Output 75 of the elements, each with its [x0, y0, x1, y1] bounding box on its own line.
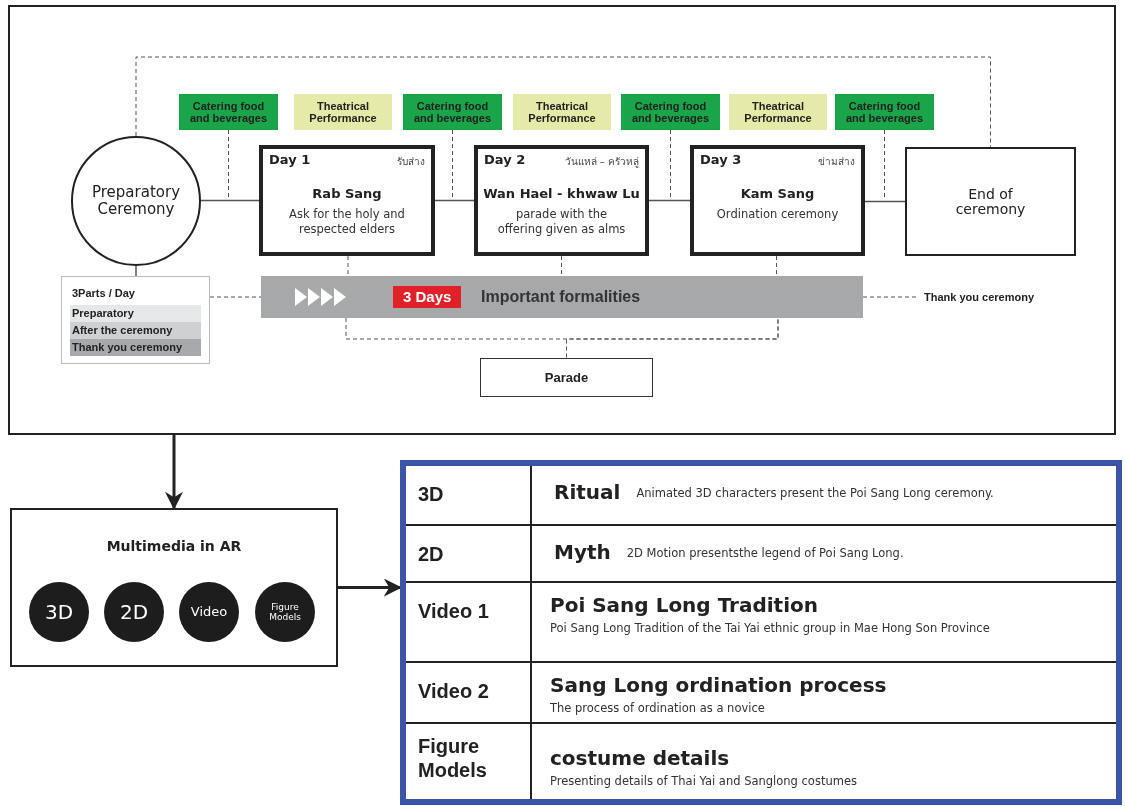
dashed-connector	[347, 255, 349, 277]
diagram-frame	[8, 5, 1116, 435]
table-frame	[400, 460, 1122, 805]
thai-name: ข่ามส่าง	[818, 155, 855, 169]
row-label: 2D	[406, 526, 532, 581]
dashed-connector	[135, 56, 991, 148]
media-circle: 3D	[29, 582, 89, 642]
dashed-connector	[862, 296, 917, 298]
row-label: 3D	[406, 466, 532, 524]
row-description: Poi Sang Long Tradition of the Tai Yai ethnic group in Mae Hong Son Province	[550, 621, 990, 635]
performance-box: Theatrical Performance	[729, 94, 827, 130]
connector-line	[864, 200, 906, 203]
multimedia-box	[10, 508, 338, 667]
catering-box: Catering food and beverages	[403, 94, 502, 130]
row-title: Myth	[554, 540, 611, 566]
parts-title: 3Parts / Day	[72, 287, 136, 299]
day-title: Rab Sang	[311, 186, 383, 201]
arrow	[338, 578, 402, 597]
box-title: Multimedia in AR	[105, 538, 243, 554]
row-description: The process of ordination as a novice	[550, 701, 765, 715]
parts-item: Thank you ceremony	[70, 339, 201, 356]
row-label: Video 1	[406, 583, 532, 661]
catering-box: Catering food and beverages	[179, 94, 278, 130]
dashed-connector	[345, 317, 779, 359]
day-label: Day 1	[269, 152, 311, 167]
timeline-band	[261, 276, 863, 318]
catering-box: Catering food and beverages	[835, 94, 934, 130]
performance-box: Theatrical Performance	[294, 94, 392, 130]
day-title: Kam Sang	[739, 186, 816, 201]
row-label: Video 2	[406, 663, 532, 722]
row-title: Poi Sang Long Tradition	[550, 593, 818, 617]
end-box: End of ceremony	[905, 147, 1076, 256]
row-description: Presenting details of Thai Yai and Sanglong costumes	[550, 774, 857, 788]
ceremony-circle: Preparatory Ceremony	[71, 136, 201, 266]
connector-line	[434, 199, 475, 202]
dashed-connector	[776, 255, 777, 277]
table-row	[406, 466, 1116, 526]
day-box	[474, 145, 649, 256]
dashed-connector	[561, 255, 562, 277]
thai-name: วันแหล่ – ครัวหลู่	[564, 155, 639, 169]
parts-item: After the ceremony	[70, 322, 201, 339]
row-description: 2D Motion presentsthe legend of Poi Sang Long.	[626, 546, 904, 562]
row-title: Ritual	[554, 480, 621, 506]
row-label: Figure Models	[406, 724, 532, 799]
day-description: Ask for the holy and respected elders	[288, 207, 406, 237]
parade-box: Parade	[480, 358, 653, 397]
table-row	[406, 583, 1116, 663]
day-description: parade with the offering given as alms	[496, 207, 627, 237]
day-description: Ordination ceremony	[715, 207, 840, 222]
media-circle: Video	[179, 582, 239, 642]
parts-item: Preparatory	[70, 305, 201, 322]
days-badge: 3 Days	[393, 286, 462, 308]
row-description: Animated 3D characters present the Poi Sang Long ceremony.	[636, 486, 994, 502]
day-label: Day 2	[484, 152, 526, 167]
media-circle: Figure Models	[255, 582, 315, 642]
day-box	[259, 145, 435, 256]
side-note: Thank you ceremony	[916, 288, 1062, 306]
thai-name: รับส่าง	[397, 155, 425, 169]
media-circle: 2D	[104, 582, 164, 642]
dashed-connector	[209, 296, 262, 298]
table-row	[406, 663, 1116, 724]
table-row	[406, 526, 1116, 583]
row-title: costume details	[550, 746, 730, 770]
connector-line	[648, 199, 691, 202]
day-label: Day 3	[700, 152, 742, 167]
row-title: Sang Long ordination process	[550, 673, 887, 697]
connector-line	[200, 199, 260, 202]
connector-line	[135, 265, 137, 277]
parts-box	[61, 276, 210, 364]
catering-box: Catering food and beverages	[621, 94, 720, 130]
arrow	[165, 435, 183, 510]
performance-box: Theatrical Performance	[513, 94, 611, 130]
day-title: Wan Hael - khwaw Lu	[482, 186, 641, 201]
day-box	[690, 145, 865, 256]
band-title: Important formalities	[481, 287, 641, 307]
